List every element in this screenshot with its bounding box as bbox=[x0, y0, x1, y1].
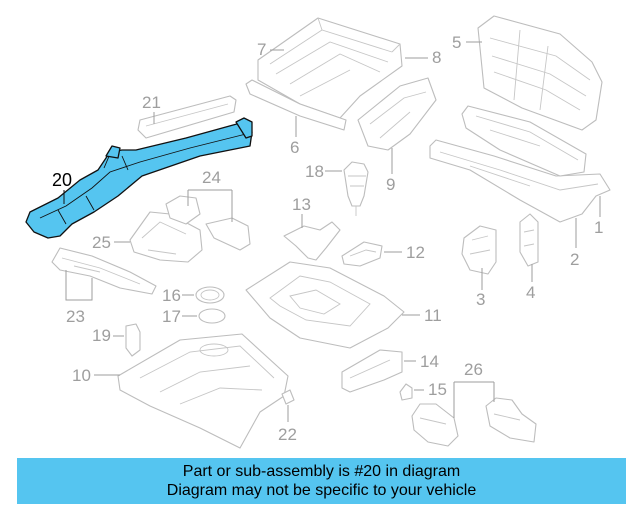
callout-5: 5 bbox=[452, 33, 461, 52]
part-1-cross-member[interactable] bbox=[429, 139, 611, 223]
part-18-bump-stop[interactable] bbox=[343, 161, 369, 216]
banner-line-2: Diagram may not be specific to your vehi… bbox=[166, 482, 477, 499]
callout-17: 17 bbox=[162, 307, 181, 326]
part-12-plate[interactable] bbox=[341, 241, 383, 267]
part-6-rail[interactable] bbox=[245, 79, 347, 131]
part-19-bracket[interactable] bbox=[125, 323, 141, 357]
part-5-rear-panel[interactable] bbox=[477, 15, 603, 131]
part-11-floor-pan[interactable] bbox=[245, 261, 405, 349]
leader-24 bbox=[187, 189, 233, 222]
callout-13: 13 bbox=[292, 195, 311, 214]
info-banner: Part or sub-assembly is #20 in diagram D… bbox=[17, 458, 626, 504]
callout-22: 22 bbox=[278, 425, 297, 444]
part-25-bracket[interactable] bbox=[129, 211, 203, 263]
part-22-clip[interactable] bbox=[281, 389, 295, 405]
part-9-bracket[interactable] bbox=[357, 77, 437, 151]
callout-3: 3 bbox=[476, 290, 485, 309]
part-23-rail[interactable] bbox=[51, 247, 157, 295]
callout-1: 1 bbox=[594, 218, 603, 237]
part-13-bracket[interactable] bbox=[283, 221, 341, 261]
callout-2: 2 bbox=[570, 250, 579, 269]
callout-21: 21 bbox=[142, 93, 161, 112]
leader-26 bbox=[453, 381, 495, 418]
callout-26: 26 bbox=[464, 360, 483, 379]
part-2-cross-member[interactable] bbox=[461, 105, 587, 177]
callout-14: 14 bbox=[420, 352, 439, 371]
part-16-grommet[interactable] bbox=[195, 286, 225, 304]
part-14-rail[interactable] bbox=[341, 349, 403, 393]
callout-6: 6 bbox=[290, 138, 299, 157]
part-20-rear-rail-highlighted[interactable] bbox=[25, 117, 253, 239]
part-24-brackets[interactable] bbox=[165, 195, 251, 251]
part-7-parcel-panel[interactable] bbox=[257, 17, 403, 119]
callout-8: 8 bbox=[432, 48, 441, 67]
callout-16: 16 bbox=[162, 286, 181, 305]
callout-7: 7 bbox=[257, 40, 266, 59]
part-26-brackets[interactable] bbox=[411, 397, 537, 447]
callout-9: 9 bbox=[386, 175, 395, 194]
parts-diagram: 7 8 6 5 9 1 2 3 4 bbox=[25, 15, 611, 449]
part-10-rear-floor[interactable] bbox=[117, 333, 289, 449]
callout-18: 18 bbox=[305, 162, 324, 181]
leader-23 bbox=[65, 270, 93, 301]
banner-line-1: Part or sub-assembly is #20 in diagram bbox=[182, 463, 461, 480]
part-3-bracket[interactable] bbox=[461, 225, 497, 275]
callout-25: 25 bbox=[92, 233, 111, 252]
callout-4: 4 bbox=[526, 283, 535, 302]
callout-11: 11 bbox=[424, 306, 442, 325]
part-15-clip[interactable] bbox=[399, 383, 413, 401]
part-4-bracket[interactable] bbox=[519, 213, 539, 267]
callout-10: 10 bbox=[72, 366, 91, 385]
callout-23: 23 bbox=[66, 307, 85, 326]
callout-19: 19 bbox=[92, 326, 111, 345]
callout-24: 24 bbox=[202, 168, 221, 187]
part-17-grommet[interactable] bbox=[198, 308, 226, 324]
callout-12: 12 bbox=[406, 243, 425, 262]
part-21-reinforcement[interactable] bbox=[137, 95, 237, 139]
callout-15: 15 bbox=[428, 380, 447, 399]
callout-20: 20 bbox=[52, 170, 72, 190]
